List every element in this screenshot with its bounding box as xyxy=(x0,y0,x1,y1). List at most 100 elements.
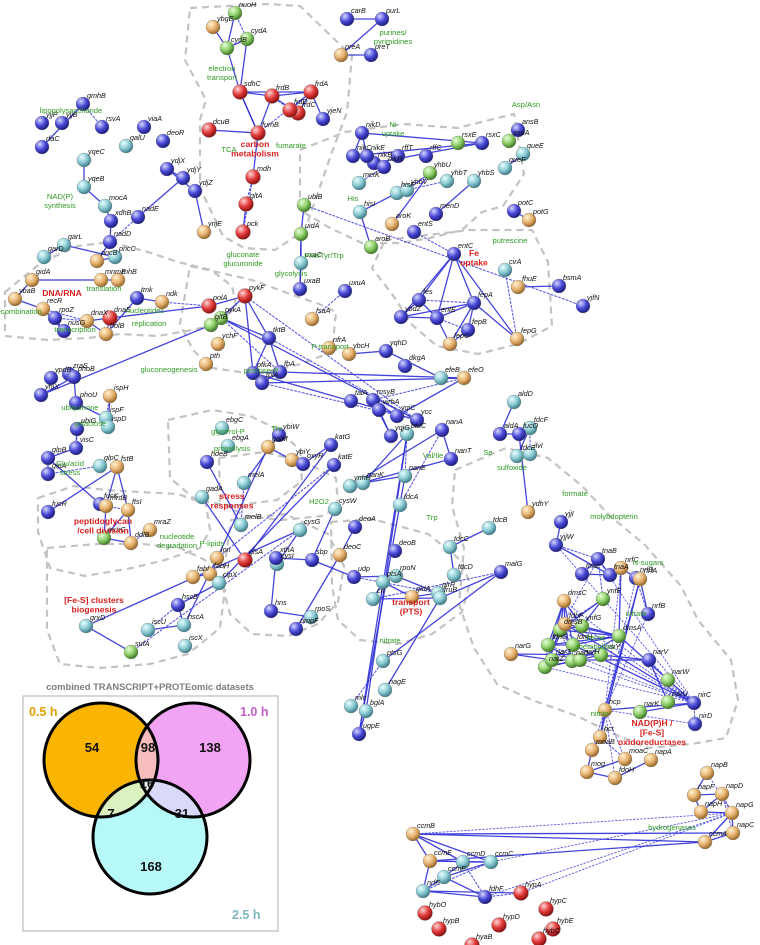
node-yhbV xyxy=(399,182,415,198)
node-yhjX xyxy=(33,387,49,403)
node-label-nikD: nikD xyxy=(366,120,380,129)
node-hcp xyxy=(597,702,613,718)
node-ddlB xyxy=(123,535,139,551)
node-label-iscX: iscX xyxy=(189,633,204,642)
node-label-ilvI: ilvI xyxy=(534,441,543,450)
node-queE xyxy=(515,146,531,162)
node-label-yqeB: yqeB xyxy=(87,174,105,183)
edge xyxy=(240,482,245,526)
category-label: Asp/Asn xyxy=(512,100,540,109)
edge xyxy=(400,253,455,318)
node-label-ptsA: ptsA xyxy=(386,569,402,578)
node-label-nusG: nusG xyxy=(68,318,86,327)
node-fepC xyxy=(442,336,458,352)
node-ispH xyxy=(102,388,118,404)
edge xyxy=(382,571,502,662)
node-label-fes: fes xyxy=(423,287,433,296)
edge xyxy=(518,433,529,513)
node-label-yhjX: yhjX xyxy=(44,382,60,391)
node-label-ydjY: ydjY xyxy=(186,165,202,174)
node-ccmF xyxy=(436,869,452,885)
node-queF xyxy=(497,160,513,176)
node-label-uidA: uidA xyxy=(305,221,320,230)
node-dmsC xyxy=(556,593,572,609)
node-mnmE xyxy=(93,272,109,288)
node-label-hscB: hscB xyxy=(182,592,198,601)
node-aroK xyxy=(384,216,400,232)
node-label-hybO: hybO xyxy=(429,900,447,909)
node-label-hisI: hisI xyxy=(364,199,375,208)
node-garL xyxy=(56,237,72,253)
node-fdnH xyxy=(565,637,581,653)
node-pykA xyxy=(213,310,229,326)
node-label-metK: metK xyxy=(363,170,381,179)
edge xyxy=(604,709,696,725)
edge xyxy=(422,890,486,898)
node-ftsI xyxy=(120,502,136,518)
node-iscX xyxy=(177,638,193,654)
edge xyxy=(604,702,695,711)
category-label: galactose xyxy=(74,419,107,428)
node-phoB xyxy=(66,369,82,385)
node-rpoS xyxy=(303,609,319,625)
edge xyxy=(443,876,486,898)
node-ybdZ xyxy=(393,309,409,325)
node-holB xyxy=(98,326,114,342)
node-label-fabI: fabI xyxy=(197,564,209,573)
node-label-fdnG: fdnG xyxy=(552,632,568,641)
edge xyxy=(604,709,626,760)
node-label-menD: menD xyxy=(440,201,459,210)
node-uxaC xyxy=(293,255,309,271)
node-label-dkgA: dkgA xyxy=(409,353,426,362)
node-label-melB: melB xyxy=(245,512,262,521)
node-label-pykA: pykA xyxy=(224,305,241,314)
node-tpiA xyxy=(254,375,270,391)
node-ilvI xyxy=(522,446,538,462)
edge xyxy=(597,558,695,704)
category-label: His xyxy=(348,194,359,203)
node-label-sbp: sbp xyxy=(316,547,328,556)
edge xyxy=(40,324,212,396)
node-label-gltA: gltA xyxy=(250,191,263,200)
cluster-outline-10 xyxy=(329,517,472,646)
category-label: H2O2 xyxy=(309,497,329,506)
node-narH xyxy=(572,652,588,668)
category-label: molybdopterin xyxy=(590,512,638,521)
node-label-tdcC: tdcC xyxy=(454,534,470,543)
edge xyxy=(604,709,616,779)
node-yjfN xyxy=(575,298,591,314)
edge xyxy=(384,597,441,691)
venn-diagram: combined TRANSCRIPT+PROTEomic datasets 0… xyxy=(22,681,279,932)
node-label-sdhC: sdhC xyxy=(244,79,262,88)
node-mraZ xyxy=(142,522,158,538)
edge xyxy=(449,527,490,548)
node-label-nrfF: nrfF xyxy=(427,878,440,887)
node-label-pck: pck xyxy=(246,219,259,228)
node-label-ynfE: ynfE xyxy=(606,586,622,595)
node-label-katE: katE xyxy=(338,452,353,461)
edge xyxy=(504,269,518,340)
node-efeB xyxy=(433,370,449,386)
node-label-dmsA: dmsA xyxy=(623,623,642,632)
venn-outline-10h xyxy=(134,701,252,819)
node-label-yhbU: yhbU xyxy=(433,160,452,169)
node-label-msyB: msyB xyxy=(377,387,395,396)
node-label-pncB: pncB xyxy=(100,248,118,257)
node-ynfG xyxy=(574,618,590,634)
node-label-pth: pth xyxy=(209,351,220,360)
edge xyxy=(422,890,522,894)
node-narJ xyxy=(544,652,560,668)
node-label-yqhD: yqhD xyxy=(389,338,407,347)
node-tktB xyxy=(261,330,277,346)
node-nikE xyxy=(359,148,375,164)
node-frdB xyxy=(264,88,280,104)
edge xyxy=(453,253,518,340)
node-label-yhbV: yhbV xyxy=(410,177,429,186)
node-label-melA: melA xyxy=(248,470,265,479)
node-label-fucK: fucK xyxy=(104,491,120,500)
node-label-galM: galM xyxy=(272,434,288,443)
node-label-mnmE: mnmE xyxy=(105,267,126,276)
node-label-rpoN: rpoN xyxy=(400,563,416,572)
edge xyxy=(473,302,518,340)
